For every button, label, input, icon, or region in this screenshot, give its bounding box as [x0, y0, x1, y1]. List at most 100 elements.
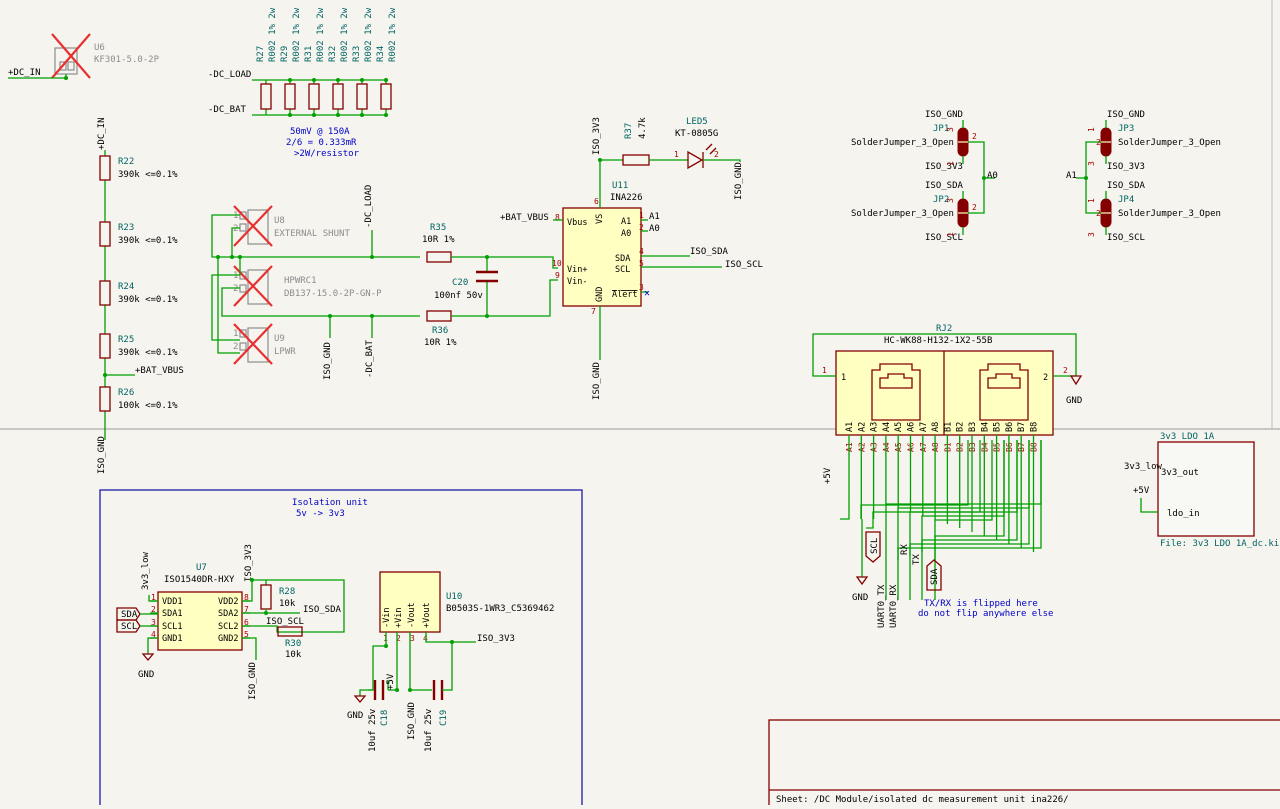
divider-resistor-r23[interactable]	[99, 221, 111, 247]
divider-ref-0: R22	[118, 157, 134, 167]
r30-resistor[interactable]	[277, 626, 303, 637]
svg-text:1: 1	[841, 373, 846, 383]
divider-resistor-r25[interactable]	[99, 333, 111, 359]
rj2-pin-inner-B5: B5	[993, 422, 1003, 432]
r36-ref: R36	[432, 326, 448, 336]
c20-ref: C20	[452, 278, 468, 288]
shunt-resistor-r32[interactable]	[332, 83, 344, 110]
rj45-jack-b	[979, 363, 1029, 421]
shunt-ref-3: R32	[328, 46, 338, 62]
iso-gnd: GND	[138, 670, 154, 680]
shunt-resistor-r31[interactable]	[308, 83, 320, 110]
ldo-in-pin: ldo_in	[1167, 509, 1200, 519]
svg-text:Vin-: Vin-	[567, 277, 587, 287]
rj2-tx: TX	[912, 554, 922, 565]
r35-ref: R35	[430, 223, 446, 233]
r36-resistor[interactable]	[426, 310, 452, 322]
iso-scl-flag: SCL	[121, 622, 137, 632]
rj2-pin-inner-A4: A4	[882, 422, 892, 432]
rj45-jack-a	[871, 363, 921, 421]
divider-value-1: 390k <=0.1%	[118, 236, 178, 246]
r35-resistor[interactable]	[426, 251, 452, 263]
iso-plus5v: +5V	[386, 673, 396, 690]
u9-connector[interactable]: 1 2 U9 LPWR	[233, 323, 296, 365]
shunt-value-3: R002 1% 2w	[340, 7, 350, 62]
jp1-pin1: 1	[946, 161, 955, 166]
shunt-resistor-r33[interactable]	[356, 83, 368, 110]
r37-ref: R37	[624, 123, 634, 139]
hpwrc1-value: DB137-15.0-2P-GN-P	[284, 289, 382, 299]
divider-resistor-r22[interactable]	[99, 155, 111, 181]
svg-text:8: 8	[555, 213, 560, 222]
svg-text:2: 2	[639, 223, 644, 232]
jp3-pin2: 2	[1096, 138, 1101, 147]
jp4-pin1: 1	[1087, 198, 1096, 203]
ldo-in-port: 3v3_low	[1124, 462, 1163, 472]
iso-iso-gnd2: ISO_GND	[407, 702, 417, 740]
svg-text:A0: A0	[621, 229, 631, 239]
rj2-pin-inner-B8: B8	[1030, 422, 1040, 432]
jp2-bottom-net: ISO_SCL	[925, 233, 963, 243]
svg-text:1: 1	[822, 366, 827, 375]
led5-diode[interactable]	[687, 143, 717, 170]
u7-iso1540[interactable]	[157, 591, 243, 651]
r28-resistor[interactable]	[260, 584, 272, 610]
u8-external-shunt[interactable]: 1 2 U8 EXTERNAL SHUNT	[233, 205, 350, 247]
iso-scl-flag-shape	[116, 619, 141, 633]
shunt-ref-2: R31	[304, 46, 314, 62]
svg-text:2: 2	[233, 342, 238, 352]
rj2-note-2: do not flip anywhere else	[918, 609, 1053, 619]
u7-pinnum-right-1: 7	[244, 605, 249, 614]
rj2-scl-flag: SCL	[870, 538, 880, 554]
rj2-pin-inner-B6: B6	[1005, 422, 1015, 432]
hpwrc1-connector[interactable]: 1 2 HPWRC1 DB137-15.0-2P-GN-P	[233, 265, 382, 307]
u7-pin-left-2: SCL1	[162, 622, 182, 632]
rj2-pin-inner-A6: A6	[907, 422, 917, 432]
u7-pinnum-right-2: 6	[244, 618, 249, 627]
ldo-sheet[interactable]	[1157, 441, 1255, 537]
rj2-uart-rx: UART0_RX	[889, 584, 899, 628]
svg-text:VS: VS	[595, 214, 605, 224]
c20-capacitor[interactable]	[476, 270, 498, 283]
ldo-out-pin: 3v3_out	[1161, 468, 1199, 478]
c18-capacitor[interactable]	[373, 680, 385, 700]
jp4-ref: JP4	[1118, 195, 1134, 205]
rj2-pin-inner-A2: A2	[857, 422, 867, 432]
c20-value: 100nf 50v	[434, 291, 483, 301]
r37-resistor[interactable]	[622, 154, 650, 166]
divider-ref-4: R26	[118, 388, 134, 398]
rj2-pin-inner-B1: B1	[943, 422, 953, 432]
svg-text:5: 5	[639, 259, 644, 268]
jp1-pin3: 3	[946, 127, 955, 132]
ina226-chip[interactable]	[562, 207, 642, 307]
u7-pinnum-left-1: 2	[151, 605, 156, 614]
u7-pinnum-right-0: 8	[244, 593, 249, 602]
u10-dcdc[interactable]	[379, 571, 441, 633]
shunt-resistor-r27[interactable]	[260, 83, 272, 110]
shunt-resistor-r34[interactable]	[380, 83, 392, 110]
divider-value-4: 100k <=0.1%	[118, 401, 178, 411]
svg-text:Vin+: Vin+	[567, 265, 587, 275]
shunt-resistor-r29[interactable]	[284, 83, 296, 110]
led5-value: KT-0805G	[675, 129, 718, 139]
shunt-note-3: >2W/resistor	[294, 149, 360, 159]
jp4-top-net: ISO_SDA	[1107, 181, 1146, 191]
led5-ref: LED5	[686, 117, 708, 127]
divider-resistor-r26[interactable]	[99, 386, 111, 412]
c19-ref: C19	[439, 710, 449, 726]
svg-text:SCL: SCL	[615, 265, 630, 275]
c19-capacitor[interactable]	[432, 680, 444, 700]
jp3-top-net: ISO_GND	[1107, 110, 1145, 120]
r30-value: 10k	[285, 650, 302, 660]
u8-ref: U8	[274, 216, 285, 226]
iso-sda-flag: SDA	[121, 610, 138, 620]
alert-no-connect: ✕	[644, 288, 650, 299]
jp1-ref: JP1	[933, 124, 949, 134]
divider-resistor-r24[interactable]	[99, 280, 111, 306]
ldo-plus5v: +5V	[1133, 486, 1150, 496]
svg-text:7: 7	[591, 307, 596, 316]
u6-connector[interactable]: U6 KF301-5.0-2P	[51, 33, 160, 79]
